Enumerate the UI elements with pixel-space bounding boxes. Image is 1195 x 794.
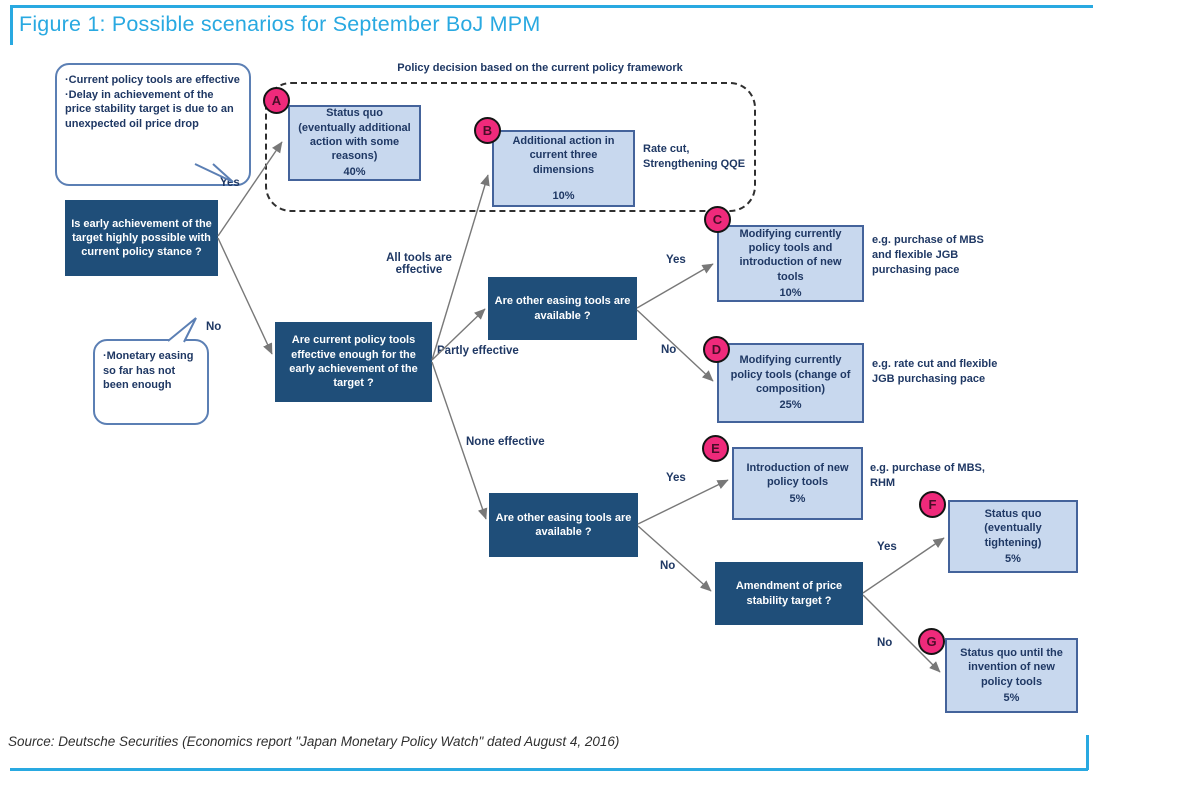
header-top-rule [10, 5, 1093, 8]
branch-label-partly-effective: Partly effective [437, 345, 519, 357]
callout-line: ·Delay in achievement of the price stabi… [65, 88, 234, 130]
outcome-c-modify-and-new-tools: Modifying currently policy tools and int… [717, 225, 864, 302]
arrow-d4-yes-to-e [637, 479, 729, 525]
branch-label-yes: Yes [666, 472, 686, 484]
footer-rule-riser [1086, 735, 1089, 770]
arrow-d5-yes-to-f [862, 537, 945, 594]
arrow-d3-yes-to-c [636, 263, 714, 309]
branch-label-no: No [660, 560, 676, 572]
callout-line: ·Current policy tools are effective [65, 74, 240, 86]
outcome-probability: 25% [779, 399, 802, 412]
branch-label-yes: Yes [666, 254, 686, 266]
outcome-text: Introduction of new policy tools [746, 462, 849, 489]
callout-line: ·Monetary easing so far has not been eno… [103, 350, 194, 392]
marker-e: E [702, 435, 729, 462]
decision-other-tools-available-lower: Are other easing tools are available ? [489, 493, 638, 557]
decision-other-tools-available-upper: Are other easing tools are available ? [488, 277, 637, 340]
branch-label-none-effective: None effective [466, 436, 545, 448]
policy-framework-label: Policy decision based on the current pol… [397, 62, 683, 74]
arrow-d1-no-to-d2 [217, 237, 273, 355]
marker-g: G [918, 628, 945, 655]
marker-c: C [704, 206, 731, 233]
branch-label-no: No [206, 321, 222, 333]
outcome-probability: 5% [1003, 691, 1020, 704]
note-rate-cut-flexible-jgb: e.g. rate cut and flexible JGB purchasin… [872, 358, 998, 385]
outcome-text: Status quo (eventually additional action… [298, 107, 411, 163]
outcome-d-change-composition: Modifying currently policy tools (change… [717, 343, 864, 423]
decision-tools-effective-enough: Are current policy tools effective enoug… [275, 322, 432, 402]
outcome-text: Modifying currently policy tools (change… [730, 354, 851, 395]
outcome-g-status-quo-until-invention: Status quo until the invention of new po… [945, 638, 1078, 713]
source-line: Source: Deutsche Securities (Economics r… [8, 734, 620, 749]
branch-label-all-tools: All tools are effective [386, 252, 452, 276]
note-mbs-rhm: e.g. purchase of MBS, RHM [870, 462, 985, 489]
note-mbs-flexible-jgb: e.g. purchase of MBS and flexible JGB pu… [872, 234, 984, 276]
marker-a: A [263, 87, 290, 114]
branch-label-no: No [877, 637, 893, 649]
outcome-probability: 40% [343, 166, 366, 179]
marker-d: D [703, 336, 730, 363]
callout-tools-effective: ·Current policy tools are effective ·Del… [55, 63, 251, 186]
figure-title: Figure 1: Possible scenarios for Septemb… [19, 12, 541, 36]
footer-rule [10, 768, 1088, 771]
outcome-a-status-quo: Status quo (eventually additional action… [288, 105, 421, 181]
outcome-probability: 5% [1005, 552, 1021, 565]
outcome-probability: 10% [552, 189, 575, 202]
callout-easing-not-enough: ·Monetary easing so far has not been eno… [93, 339, 209, 425]
marker-f: F [919, 491, 946, 518]
arrow-d4-no-to-d5 [637, 525, 712, 592]
branch-label-no: No [661, 344, 677, 356]
outcome-text: Status quo until the invention of new po… [960, 646, 1063, 688]
header-left-rule [10, 5, 13, 45]
note-rate-cut-qqe: Rate cut, Strengthening QQE [643, 143, 746, 170]
outcome-text: Status quo (eventually tightening) [984, 507, 1042, 549]
outcome-probability: 5% [789, 492, 806, 505]
outcome-probability: 10% [779, 286, 802, 299]
decision-amendment-target: Amendment of price stability target ? [715, 562, 863, 625]
outcome-text: Additional action in current three dimen… [512, 134, 615, 176]
marker-b: B [474, 117, 501, 144]
outcome-e-new-policy-tools: Introduction of new policy tools 5% [732, 447, 863, 520]
branch-label-yes: Yes [220, 177, 240, 189]
outcome-text: Modifying currently policy tools and int… [739, 227, 842, 283]
branch-label-yes: Yes [877, 541, 897, 553]
outcome-b-additional-action: Additional action in current three dimen… [492, 130, 635, 207]
decision-early-achievement: Is early achievement of the target highl… [65, 200, 218, 276]
outcome-f-status-quo-tightening: Status quo (eventually tightening) 5% [948, 500, 1078, 573]
